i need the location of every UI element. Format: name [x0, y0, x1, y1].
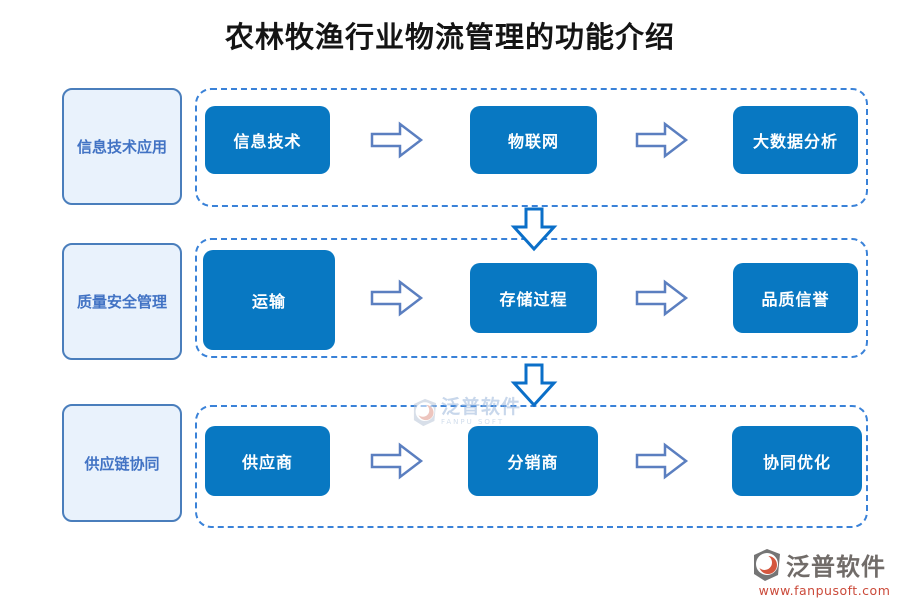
row-label-supply-chain: 供应链协同 — [62, 404, 182, 522]
down-arrow-icon — [510, 207, 558, 252]
right-arrow-icon — [370, 121, 424, 159]
right-arrow-icon — [370, 442, 424, 480]
right-arrow-icon — [635, 442, 689, 480]
right-arrow-icon — [635, 279, 689, 317]
flow-node: 供应商 — [205, 426, 330, 496]
footer-brand-name: 泛普软件 — [786, 553, 886, 581]
diagram-title: 农林牧渔行业物流管理的功能介绍 — [224, 20, 675, 54]
down-arrow-icon — [510, 363, 558, 408]
flow-node: 品质信誉 — [733, 263, 858, 333]
flow-node: 运输 — [203, 250, 335, 350]
flow-node: 信息技术 — [205, 106, 330, 174]
footer-url: www.fanpusoft.com — [758, 583, 891, 598]
flow-node: 物联网 — [470, 106, 597, 174]
right-arrow-icon — [635, 121, 689, 159]
flow-frame-row3 — [195, 405, 868, 528]
flow-frame-row1 — [195, 88, 868, 207]
right-arrow-icon — [370, 279, 424, 317]
row-label-information-technology: 信息技术应用 — [62, 88, 182, 205]
flow-node: 协同优化 — [732, 426, 862, 496]
flow-node: 存储过程 — [470, 263, 597, 333]
flow-node: 分销商 — [468, 426, 598, 496]
row-label-quality-safety: 质量安全管理 — [62, 243, 182, 360]
footer-brand-block: 泛普软件 www.fanpusoft.com — [752, 547, 897, 598]
flow-node: 大数据分析 — [733, 106, 858, 174]
fanpu-logo-icon — [754, 548, 780, 581]
